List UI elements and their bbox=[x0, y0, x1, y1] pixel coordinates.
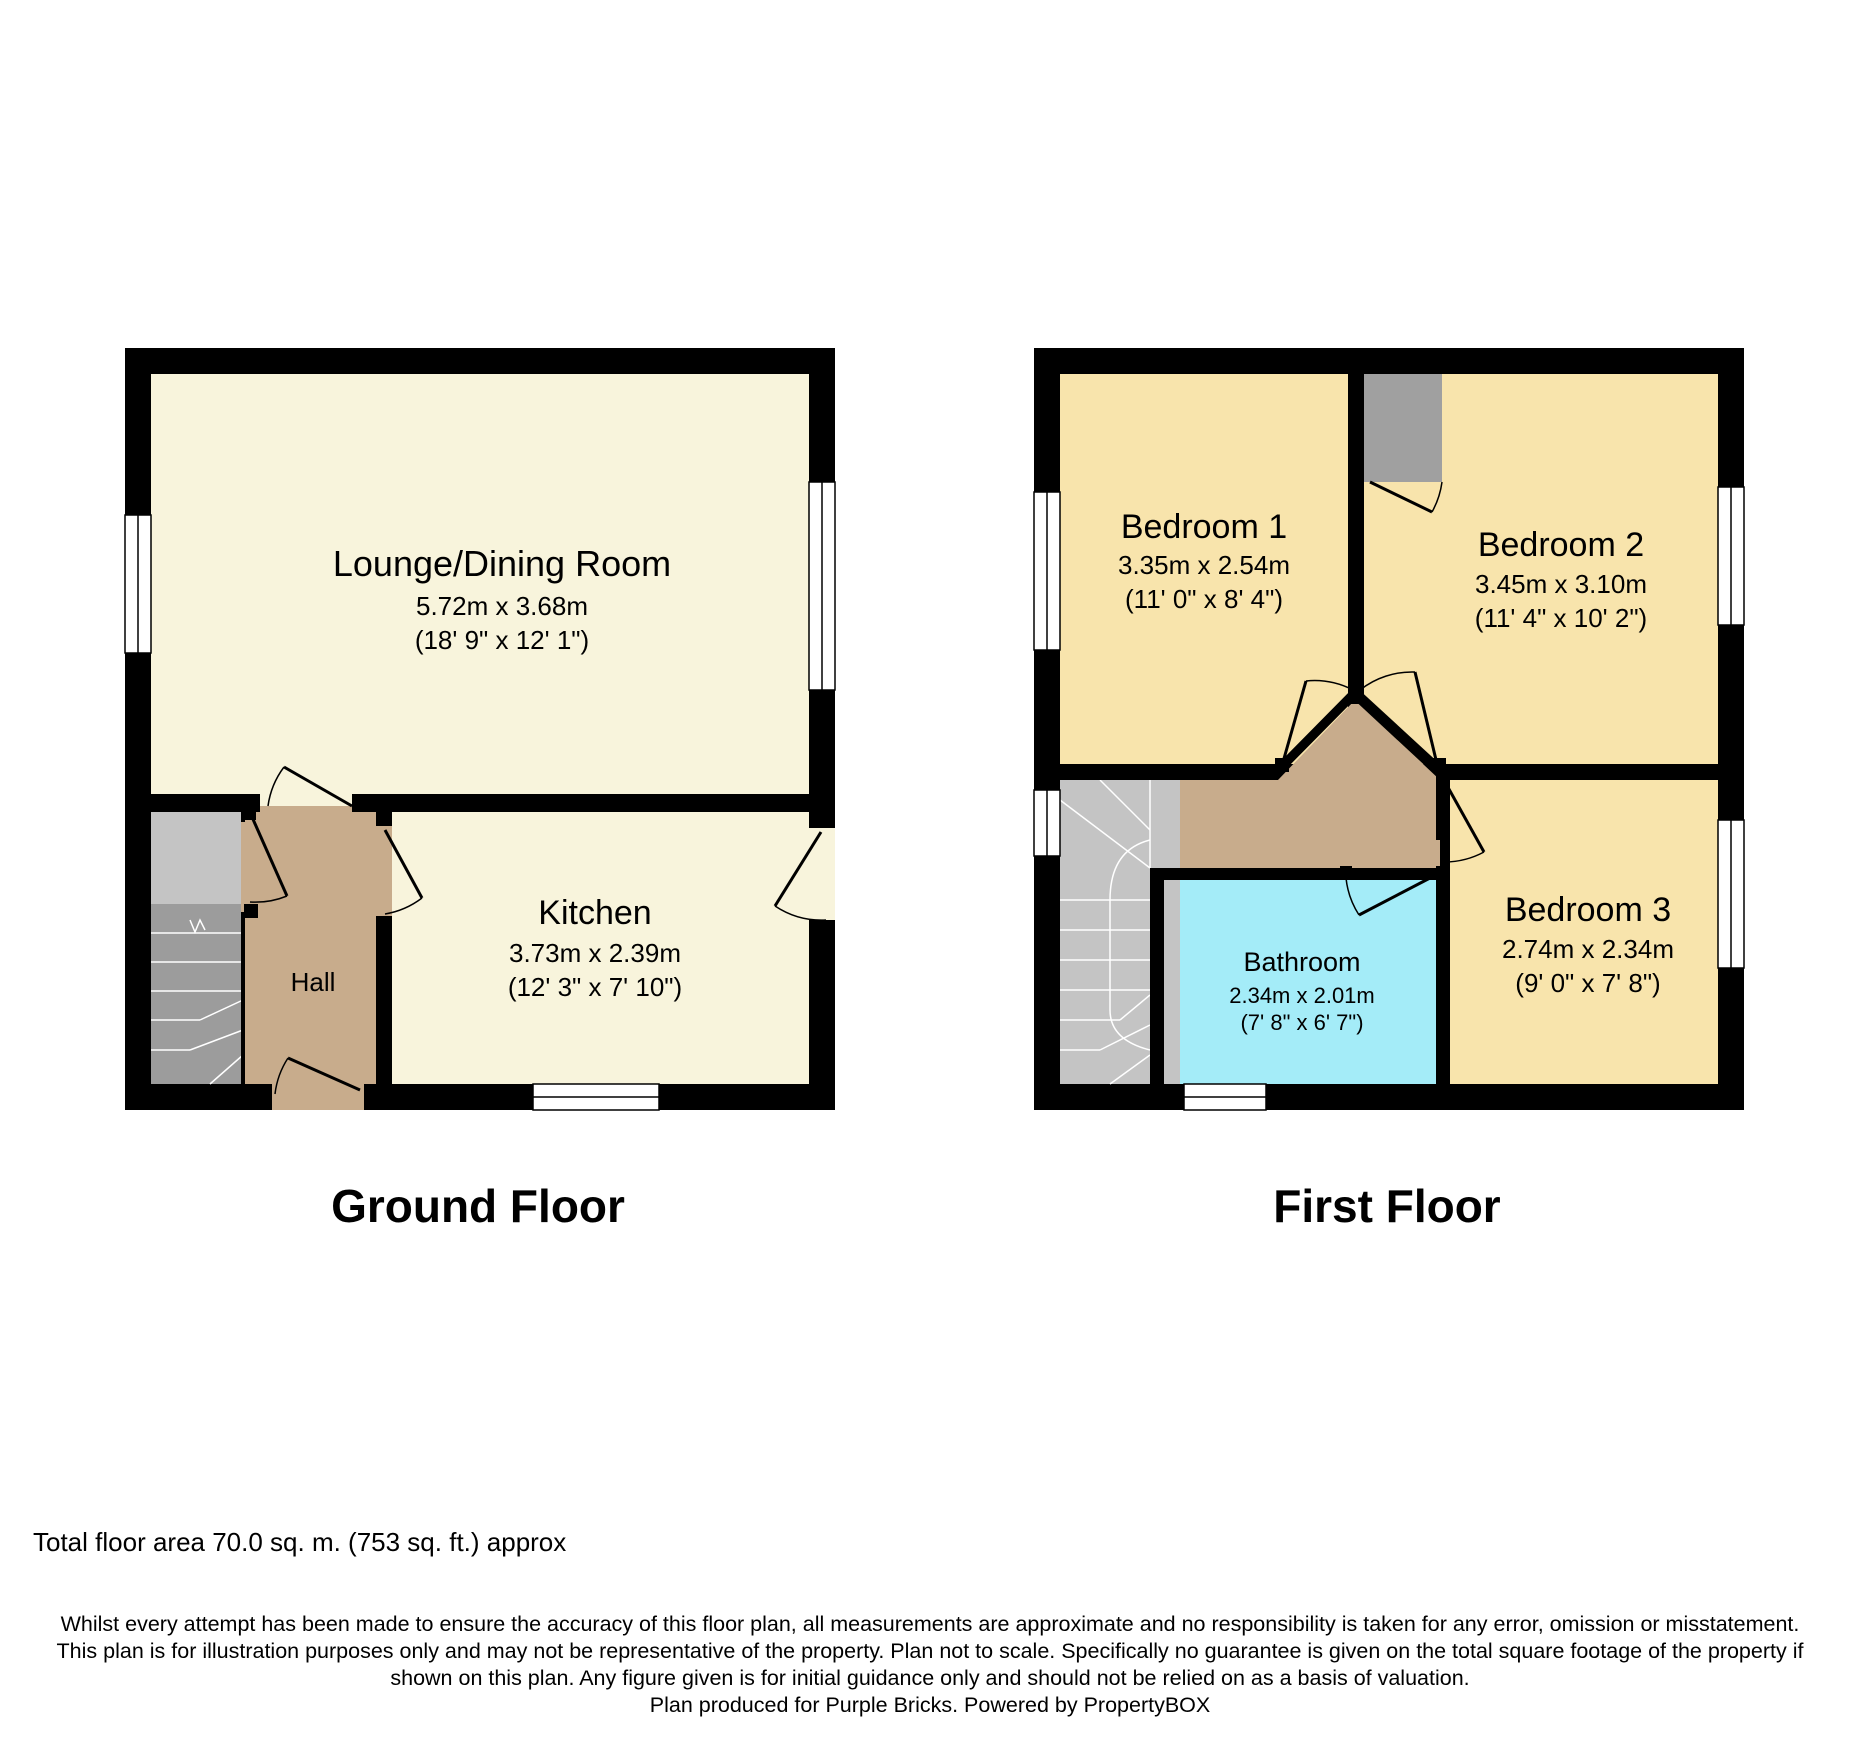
kitchen bbox=[392, 812, 809, 1084]
ground-floor-doors bbox=[249, 765, 827, 1095]
bathroom-metric: 2.34m x 2.01m bbox=[1229, 983, 1375, 1008]
ground-floor-stairs bbox=[151, 904, 244, 1085]
first-floor-doors bbox=[1281, 480, 1486, 917]
lounge-metric: 5.72m x 3.68m bbox=[416, 591, 588, 621]
understairs-cupboard bbox=[151, 812, 243, 904]
bath-bed3-wall bbox=[1436, 868, 1450, 1084]
lounge-dining-room bbox=[151, 374, 809, 794]
bedroom-2-cupboard bbox=[1364, 374, 1442, 482]
bedroom-1-metric: 3.35m x 2.54m bbox=[1118, 550, 1290, 580]
bedroom-2-imperial: (11' 4" x 10' 2") bbox=[1475, 603, 1647, 633]
lounge-name: Lounge/Dining Room bbox=[333, 543, 671, 584]
kitchen-metric: 3.73m x 2.39m bbox=[509, 938, 681, 968]
hall bbox=[243, 812, 376, 1084]
landing bbox=[1180, 700, 1440, 868]
bedroom-3-name: Bedroom 3 bbox=[1505, 891, 1671, 929]
kitchen-name: Kitchen bbox=[538, 894, 651, 932]
hall-name: Hall bbox=[291, 967, 336, 997]
bedroom-2-name: Bedroom 2 bbox=[1478, 526, 1644, 564]
bath-top-wall bbox=[1164, 868, 1350, 880]
hall-stairs-wall bbox=[241, 812, 245, 1084]
front-door-opening bbox=[272, 1084, 364, 1110]
first-floor: Bedroom 1 3.35m x 2.54m (11' 0" x 8' 4")… bbox=[1033, 348, 1745, 1232]
disclaimer-text: Whilst every attempt has been made to en… bbox=[56, 1612, 1804, 1690]
bedroom-2-metric: 3.45m x 3.10m bbox=[1475, 569, 1647, 599]
bed2-bed3-wall bbox=[1436, 764, 1718, 780]
first-floor-title: First Floor bbox=[1273, 1180, 1501, 1232]
bedroom-1-name: Bedroom 1 bbox=[1121, 508, 1287, 546]
bathroom-imperial: (7' 8" x 6' 7") bbox=[1240, 1010, 1363, 1035]
bedroom-1-imperial: (11' 0" x 8' 4") bbox=[1125, 584, 1283, 614]
bathroom bbox=[1164, 880, 1436, 1084]
landing-bed3-wall bbox=[1436, 780, 1450, 840]
ground-floor: Lounge/Dining Room 5.72m x 3.68m (18' 9"… bbox=[124, 348, 836, 1232]
kitchen-imperial: (12' 3" x 7' 10") bbox=[508, 972, 682, 1002]
total-floor-area: Total floor area 70.0 sq. m. (753 sq. ft… bbox=[33, 1527, 567, 1557]
disclaimer-block: Whilst every attempt has been made to en… bbox=[40, 1611, 1820, 1719]
bed1-bed2-wall bbox=[1348, 374, 1364, 704]
plan-credit: Plan produced for Purple Bricks. Powered… bbox=[649, 1693, 1211, 1717]
bedroom-3-imperial: (9' 0" x 7' 8") bbox=[1515, 968, 1660, 998]
first-floor-windows bbox=[1033, 486, 1745, 1111]
bedroom-3 bbox=[1450, 780, 1718, 1084]
bed1-landing-wall bbox=[1060, 764, 1272, 780]
bathroom-name: Bathroom bbox=[1243, 947, 1360, 977]
ground-floor-title: Ground Floor bbox=[331, 1180, 625, 1232]
bedroom-3-metric: 2.74m x 2.34m bbox=[1502, 934, 1674, 964]
lounge-imperial: (18' 9" x 12' 1") bbox=[415, 625, 589, 655]
bath-left-wall bbox=[1150, 868, 1164, 1084]
ground-floor-windows bbox=[124, 481, 836, 1111]
